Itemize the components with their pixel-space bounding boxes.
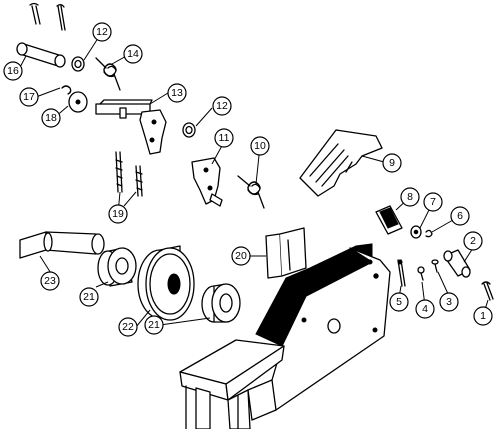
callout-12-lower: 12 [212, 96, 232, 116]
svg-text:23: 23 [44, 275, 56, 287]
part-11-latch [191, 157, 223, 207]
callout-5: 5 [389, 292, 409, 312]
callout-22: 22 [118, 317, 138, 337]
svg-text:4: 4 [422, 303, 428, 315]
callout-4: 4 [415, 299, 435, 319]
part-4-pin [417, 266, 425, 281]
callout-2: 2 [463, 231, 483, 251]
svg-text:12: 12 [96, 26, 108, 38]
part-6-clip [425, 229, 433, 238]
svg-text:21: 21 [148, 319, 160, 331]
part-18-washer [68, 91, 88, 113]
svg-text:18: 18 [45, 112, 57, 124]
svg-text:14: 14 [127, 48, 139, 60]
part-21-roller-upper [97, 247, 137, 287]
callout-16: 16 [3, 61, 23, 81]
main-frame [179, 243, 391, 429]
callout-17: 17 [19, 87, 39, 107]
callout-21-lower: 21 [144, 315, 164, 335]
callout-19: 19 [108, 204, 128, 224]
svg-text:5: 5 [396, 296, 402, 308]
callout-7: 7 [423, 192, 443, 212]
part-20-bracket [265, 227, 307, 279]
part-3-small-pin [431, 259, 439, 273]
svg-text:21: 21 [83, 291, 95, 303]
part-21-roller-lower [201, 283, 241, 323]
callout-12-upper: 12 [92, 22, 112, 42]
part-7-washer [410, 225, 422, 239]
callout-14: 14 [123, 44, 143, 64]
svg-text:17: 17 [23, 91, 35, 103]
svg-text:13: 13 [171, 87, 183, 99]
callout-13: 13 [167, 83, 187, 103]
callout-21-upper: 21 [79, 287, 99, 307]
part-2-roller-pin [443, 249, 471, 278]
svg-text:3: 3 [446, 296, 452, 308]
part-5-pin [397, 259, 406, 287]
svg-text:10: 10 [254, 140, 266, 152]
svg-text:12: 12 [216, 100, 228, 112]
part-12-washer-upper [71, 56, 85, 72]
callout-23: 23 [40, 271, 60, 291]
callout-1: 1 [473, 306, 493, 326]
part-16-pin [16, 42, 66, 68]
callout-9: 9 [382, 153, 402, 173]
part-10-torsion-spring [237, 175, 265, 209]
svg-text:22: 22 [122, 321, 134, 333]
top-pins [29, 2, 66, 31]
svg-text:9: 9 [389, 157, 395, 169]
part-22-drive-wheel [137, 245, 195, 321]
svg-text:8: 8 [407, 191, 413, 203]
part-13-latch-bracket [95, 99, 167, 155]
svg-text:11: 11 [219, 132, 230, 144]
callout-18: 18 [41, 108, 61, 128]
svg-text:16: 16 [7, 65, 19, 77]
callout-3: 3 [439, 292, 459, 312]
callout-6: 6 [450, 206, 470, 226]
part-14-torsion-spring [95, 57, 121, 91]
part-23-axle-shaft [19, 231, 105, 259]
part-12-washer-lower [182, 122, 196, 138]
svg-text:19: 19 [112, 208, 124, 220]
callout-bubbles: 1 2 3 4 5 6 7 8 9 10 11 12 12 13 14 16 1… [3, 22, 493, 337]
callout-20: 20 [231, 246, 251, 266]
svg-text:1: 1 [480, 310, 486, 322]
svg-text:20: 20 [235, 250, 247, 262]
part-17-clip [61, 85, 72, 95]
svg-text:2: 2 [470, 235, 476, 247]
svg-text:6: 6 [457, 210, 463, 222]
svg-text:7: 7 [430, 196, 436, 208]
part-19-springs [115, 151, 143, 197]
callout-8: 8 [400, 187, 420, 207]
part-8-slide-block [375, 205, 403, 235]
part-1-pin [481, 281, 494, 301]
callout-10: 10 [250, 136, 270, 156]
callout-11: 11 [214, 128, 234, 148]
part-9-cover-guard [299, 129, 383, 197]
leader-lines [17, 31, 489, 328]
